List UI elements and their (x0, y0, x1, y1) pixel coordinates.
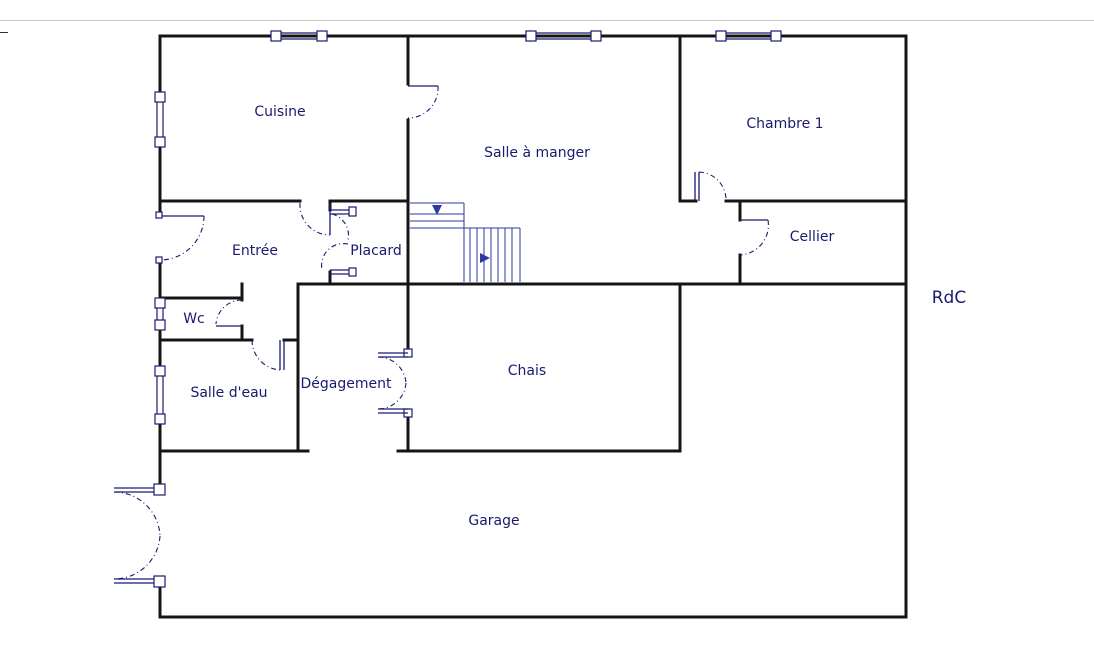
window-kitchen-left (154, 91, 166, 148)
door-entry-kitchen (299, 202, 331, 236)
top-divider (0, 20, 1094, 21)
stair-lower-flight (463, 227, 521, 282)
label-placard: Placard (350, 243, 402, 259)
door-wc (215, 299, 243, 327)
stair-upper-flight (410, 202, 465, 229)
label-cellier: Cellier (790, 229, 835, 245)
window-bathroom-left (154, 365, 166, 425)
window-kitchen-top (270, 30, 328, 42)
label-wc: Wc (183, 311, 205, 327)
label-chais: Chais (508, 363, 546, 379)
label-entree: Entrée (232, 243, 278, 259)
door-cellar (739, 219, 769, 256)
label-garage: Garage (468, 513, 519, 529)
label-level: RdC (932, 288, 966, 308)
door-wine-cellar (377, 348, 413, 418)
window-dining-top (525, 30, 602, 42)
label-chambre-1: Chambre 1 (746, 116, 823, 132)
door-kitchen-dining (407, 85, 439, 119)
door-entrance (155, 211, 205, 264)
doors (113, 85, 769, 588)
door-garage (113, 483, 166, 588)
windows (154, 30, 782, 425)
corner-tick (0, 32, 8, 33)
stair-down-arrow (432, 205, 442, 215)
label-salle-a-manger: Salle à manger (484, 145, 590, 161)
staircase (410, 202, 521, 282)
room-labels: Cuisine Salle à manger Chambre 1 Entrée … (183, 104, 966, 529)
label-cuisine: Cuisine (254, 104, 305, 120)
door-bedroom (694, 171, 727, 202)
label-salle-d-eau: Salle d'eau (190, 385, 267, 401)
walls (158, 34, 908, 619)
window-bedroom-top (715, 30, 782, 42)
label-degagement: Dégagement (301, 376, 392, 392)
window-wc-left (154, 297, 166, 331)
door-bathroom (251, 339, 285, 371)
stair-right-arrow (480, 253, 490, 263)
door-placard (321, 206, 357, 277)
